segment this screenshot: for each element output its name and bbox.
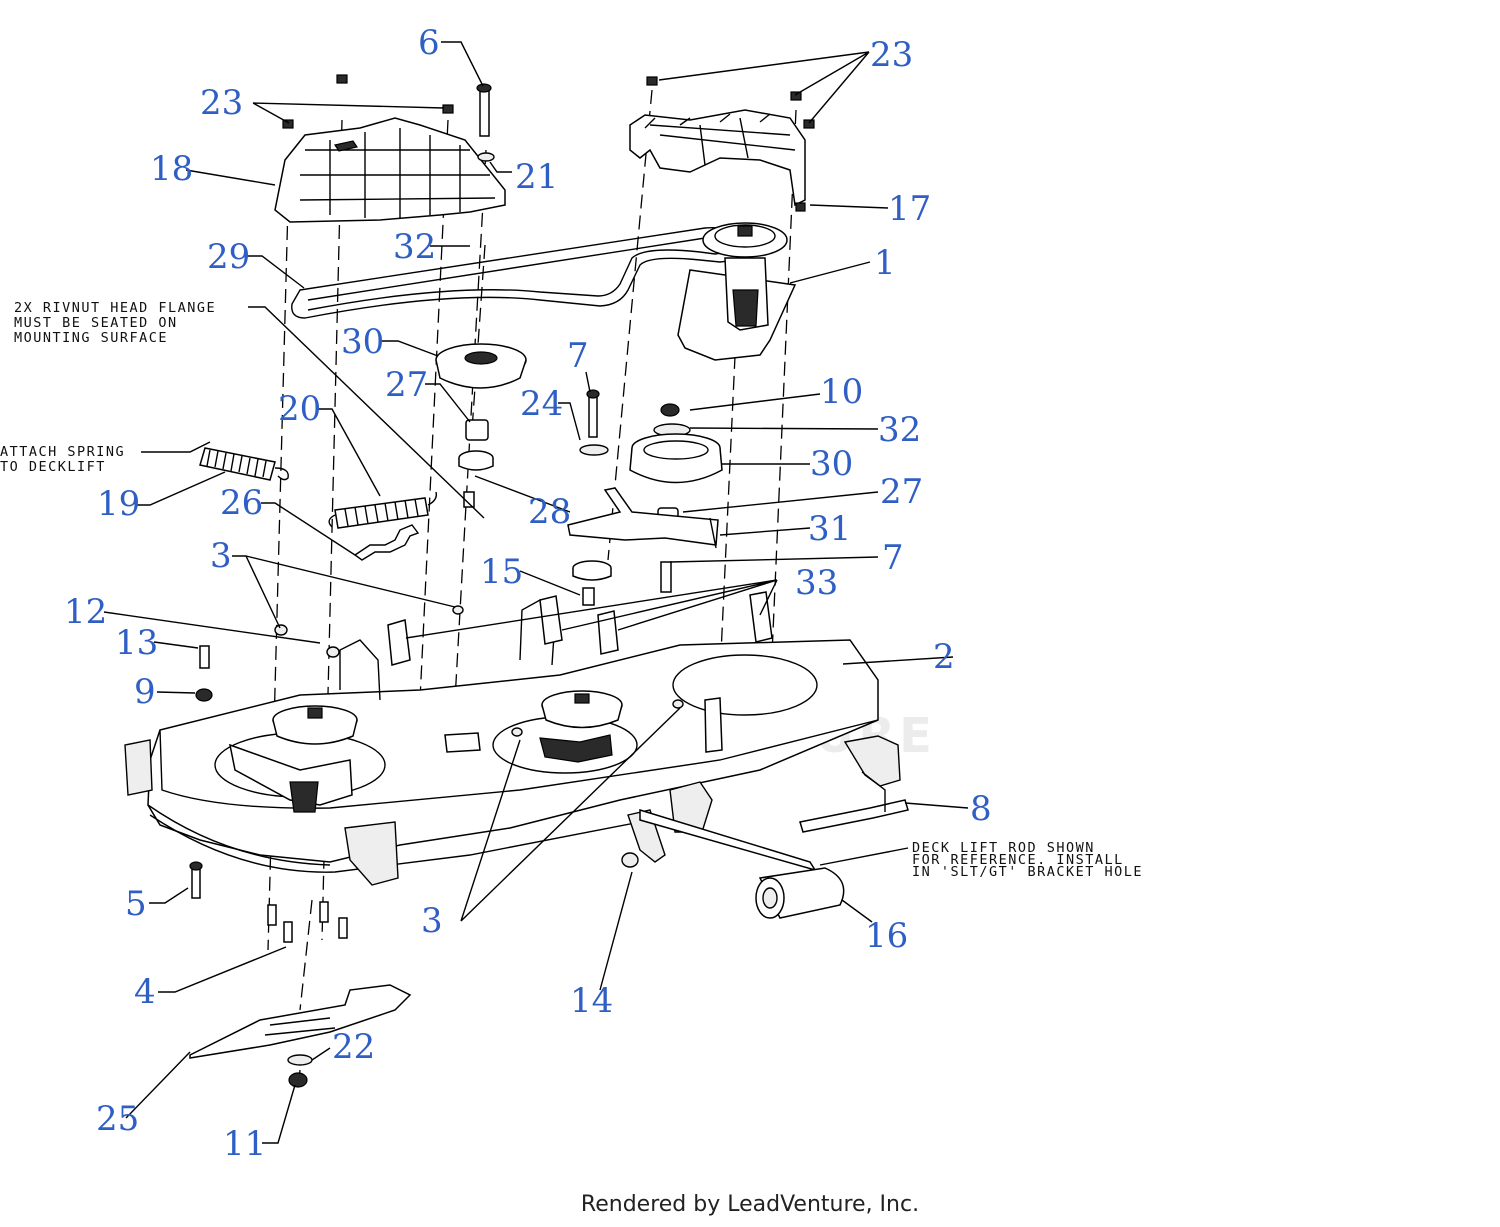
deck-lift-note-line-2: FOR REFERENCE. INSTALL <box>912 852 1124 868</box>
callout-16: 16 <box>865 916 908 956</box>
callout-18: 18 <box>150 149 193 189</box>
callout-3: 3 <box>421 901 443 941</box>
callout-23: 23 <box>870 35 913 75</box>
main-spindle <box>677 222 797 361</box>
callout-15: 15 <box>480 552 523 592</box>
rivnut-note-line-1: 2X RIVNUT HEAD FLANGE <box>14 300 216 316</box>
callout-33: 33 <box>795 563 838 603</box>
callout-7: 7 <box>882 538 904 578</box>
callout-23: 23 <box>200 83 243 123</box>
callout-27: 27 <box>880 472 923 512</box>
callout-13: 13 <box>115 623 158 663</box>
callout-26: 26 <box>220 483 263 523</box>
callout-31: 31 <box>808 509 851 549</box>
rivnut-note-line-2: MUST BE SEATED ON <box>14 315 178 331</box>
callout-12: 12 <box>64 592 107 632</box>
callout-28: 28 <box>528 492 571 532</box>
callout-22: 22 <box>332 1027 375 1067</box>
callout-labels: 1 2 3 3 4 5 6 7 7 8 9 10 11 12 13 14 15 … <box>64 23 992 1164</box>
deck-lift-note-line-3: IN 'SLT/GT' BRACKET HOLE <box>912 864 1143 880</box>
callout-3: 3 <box>210 536 232 576</box>
spring-note-line-2: TO DECKLIFT <box>0 459 106 475</box>
drive-belt <box>291 227 746 319</box>
callout-9: 9 <box>134 672 156 712</box>
assembly-notes: 2X RIVNUT HEAD FLANGE MUST BE SEATED ON … <box>0 300 1143 880</box>
right-belt-cover <box>629 109 806 207</box>
rivnut-note-line-3: MOUNTING SURFACE <box>14 330 168 346</box>
callout-30: 30 <box>341 322 384 362</box>
callout-5: 5 <box>125 884 147 924</box>
callout-7: 7 <box>567 336 589 376</box>
callout-29: 29 <box>207 237 250 277</box>
callout-32: 32 <box>878 410 921 450</box>
callout-20: 20 <box>278 389 321 429</box>
deck-spindles <box>229 690 623 813</box>
callout-6: 6 <box>418 23 440 63</box>
idler-pulley-left <box>435 343 612 606</box>
callout-27: 27 <box>385 365 428 405</box>
callout-4: 4 <box>134 972 156 1012</box>
callout-1: 1 <box>874 243 896 283</box>
callout-2: 2 <box>933 637 955 677</box>
callout-21: 21 <box>515 157 558 197</box>
callout-10: 10 <box>820 372 863 412</box>
lift-brackets <box>387 591 773 753</box>
springs <box>199 447 438 561</box>
callout-17: 17 <box>888 189 931 229</box>
callout-19: 19 <box>97 484 140 524</box>
spring-note-line-1: ATTACH SPRING <box>0 444 125 460</box>
hardware <box>189 605 684 943</box>
callout-14: 14 <box>570 981 613 1021</box>
callout-24: 24 <box>520 384 563 424</box>
cover-bolts <box>282 74 815 212</box>
callout-32: 32 <box>393 227 436 267</box>
idler-pulley-right <box>567 389 723 593</box>
gauge-wheel <box>755 867 845 919</box>
left-belt-cover <box>274 117 506 223</box>
mower-blade <box>189 984 412 1088</box>
callout-11: 11 <box>223 1124 266 1164</box>
render-credit: Rendered by LeadVenture, Inc. <box>580 1192 920 1217</box>
callout-8: 8 <box>970 789 992 829</box>
callout-25: 25 <box>96 1099 139 1139</box>
callout-30: 30 <box>810 444 853 484</box>
deck-lift-note-line-1: DECK LIFT ROD SHOWN <box>912 840 1095 856</box>
leader-lines <box>103 41 969 1144</box>
mower-deck <box>124 599 901 886</box>
